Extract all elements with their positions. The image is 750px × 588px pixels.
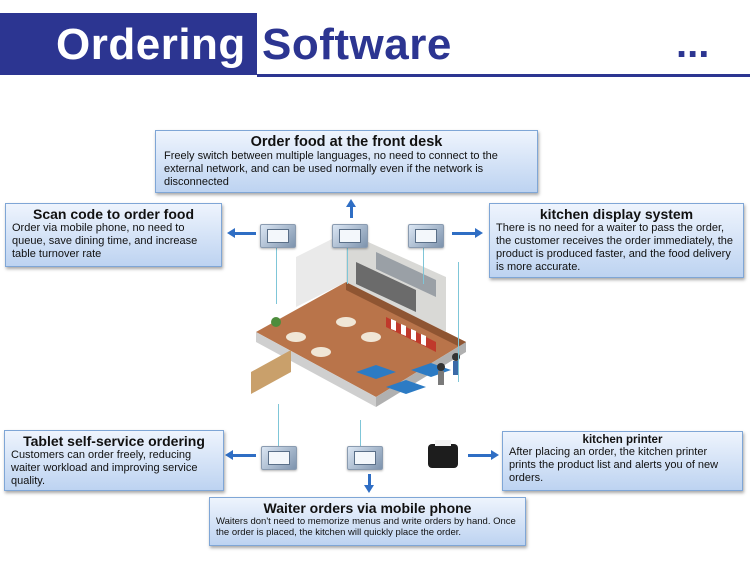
- connector-line: [276, 244, 277, 304]
- connector-line: [458, 262, 459, 382]
- mobile-scan-device-icon: [260, 224, 296, 248]
- card-description: Customers can order freely, reducing wai…: [11, 449, 198, 487]
- tablet-self-service-card: Tablet self-service ordering Customers c…: [4, 430, 224, 491]
- tablet-device-icon: [261, 446, 297, 470]
- title-underline: [257, 74, 750, 77]
- card-title: Scan code to order food: [32, 206, 194, 222]
- scan-code-ordering-card: Scan code to order food Order via mobile…: [5, 203, 222, 267]
- arrow-down-icon: [364, 474, 374, 493]
- front-desk-pos-icon: [332, 224, 368, 248]
- arrow-up-icon: [346, 199, 356, 218]
- arrow-right-icon: [468, 450, 499, 460]
- waiter-mobile-ordering-card: Waiter orders via mobile phone Waiters d…: [209, 497, 526, 546]
- kitchen-printer-icon: [428, 440, 458, 468]
- title-ellipsis: ...: [676, 22, 710, 66]
- card-title: kitchen printer: [582, 434, 663, 446]
- kitchen-printer-card: kitchen printer After placing an order, …: [502, 431, 743, 491]
- kitchen-display-system-card: kitchen display system There is no need …: [489, 203, 744, 278]
- title-banner: [0, 13, 257, 75]
- card-title: Waiter orders via mobile phone: [263, 500, 472, 516]
- connector-line: [423, 244, 424, 284]
- kitchen-display-icon: [408, 224, 444, 248]
- card-description: Waiters don't need to memorize menus and…: [216, 516, 516, 539]
- connector-line: [278, 404, 279, 446]
- front-desk-ordering-card: Order food at the front desk Freely swit…: [155, 130, 538, 193]
- connector-line: [347, 244, 348, 284]
- card-title: Order food at the front desk: [250, 134, 443, 150]
- card-description: Freely switch between multiple languages…: [164, 150, 498, 188]
- waiter-phone-icon: [347, 446, 383, 470]
- card-description: After placing an order, the kitchen prin…: [509, 446, 719, 484]
- arrow-right-icon: [452, 228, 483, 238]
- card-title: kitchen display system: [539, 206, 694, 222]
- arrow-left-icon: [227, 228, 256, 238]
- card-description: There is no need for a waiter to pass th…: [496, 222, 734, 273]
- arrow-left-icon: [225, 450, 256, 460]
- card-description: Order via mobile phone, no need to queue…: [12, 222, 198, 260]
- card-title: Tablet self-service ordering: [23, 433, 205, 449]
- page-title-word-2: Software: [262, 20, 452, 69]
- page-title-word-1: Ordering: [56, 20, 246, 69]
- restaurant-illustration: [251, 232, 466, 407]
- connector-line: [360, 420, 361, 446]
